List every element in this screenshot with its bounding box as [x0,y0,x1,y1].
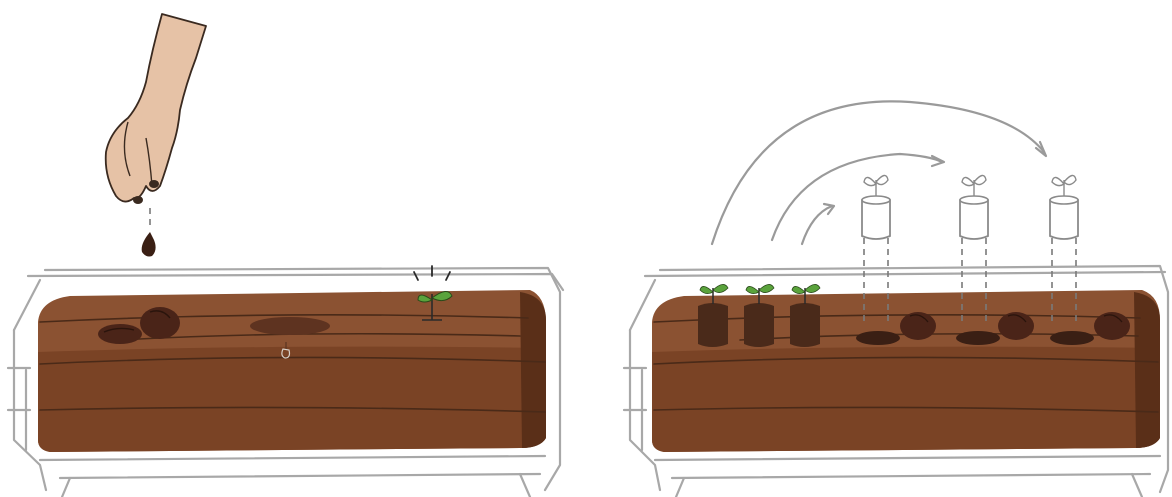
pot-icon [744,284,774,347]
hand-icon [106,14,206,204]
panel-direct-sowing [8,14,563,497]
pot-icon [790,284,820,347]
pot-icon [698,284,728,347]
soil-bed-right [652,290,1160,452]
soil-bed-left [38,290,546,452]
seed-icon [142,232,156,257]
potted-seedlings [698,284,820,347]
panel-transplanting [624,101,1168,497]
falling-seed [142,208,156,257]
